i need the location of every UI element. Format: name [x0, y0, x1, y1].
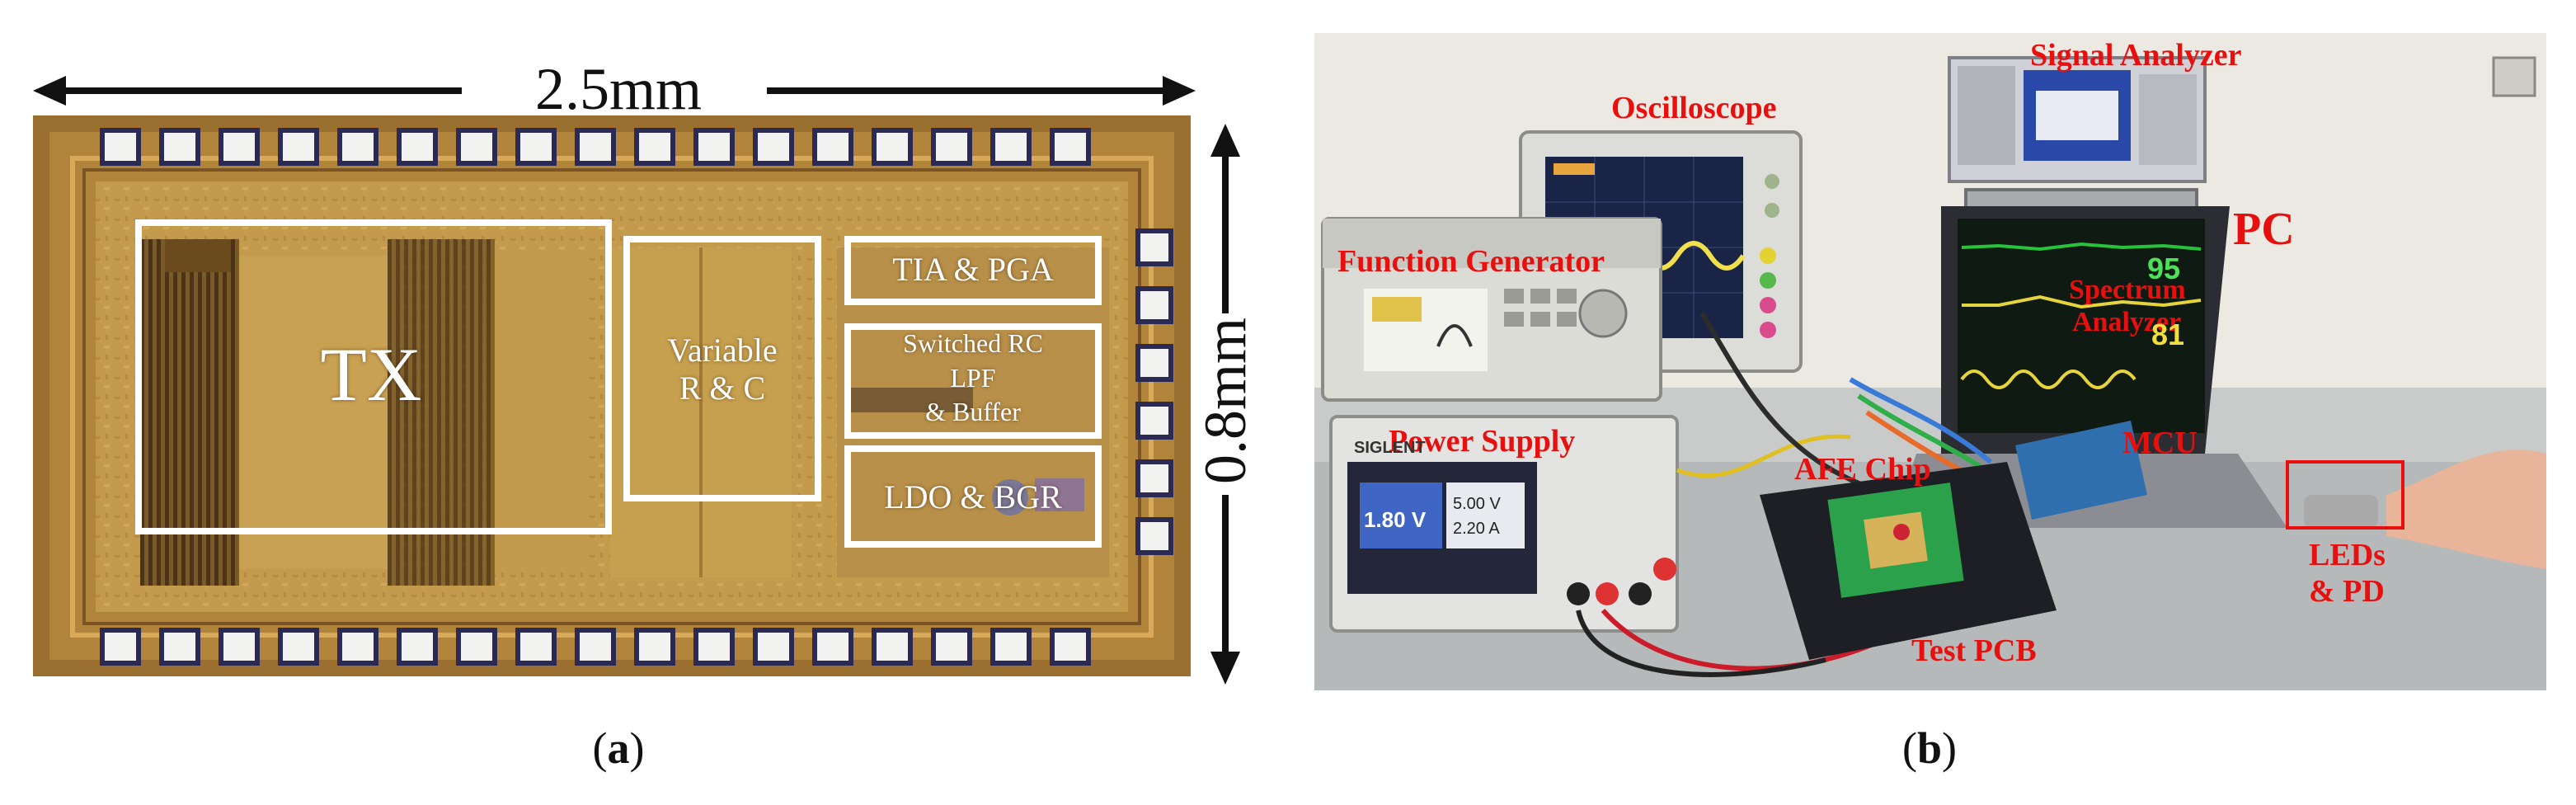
leds-line2: & PD: [2309, 573, 2385, 609]
variable-rc-block: [623, 236, 821, 501]
power-supply-set-voltage: 5.00 V: [1453, 495, 1501, 513]
tia-pga-block: [844, 236, 1102, 305]
height-label: 0.8mm: [1192, 318, 1258, 485]
power-supply-set-current: 2.20 A: [1453, 520, 1500, 538]
switched-rc-label: Switched RC LPF & Buffer: [844, 327, 1102, 430]
pc-label: PC: [2233, 204, 2295, 255]
width-dimension-arrow: [33, 76, 1196, 106]
ldo-bgr-block: [844, 445, 1102, 548]
width-label: 2.5mm: [534, 56, 702, 122]
power-supply-label: Power Supply: [1389, 424, 1576, 459]
test-pcb-label: Test PCB: [1911, 633, 2037, 668]
switched-rc-line1: Switched RC: [903, 328, 1043, 358]
caption-a: (a): [592, 723, 645, 773]
pulse-readout: 81: [2151, 318, 2185, 351]
oscilloscope-label: Oscilloscope: [1611, 91, 1777, 125]
spo2-readout: 95: [2147, 252, 2181, 285]
spectrum-line2: Analyzer: [2072, 307, 2182, 338]
setup-image: [1314, 33, 2546, 690]
caption-b: (b): [1901, 723, 1957, 773]
switched-rc-line2: LPF: [950, 362, 996, 393]
leds-line1: LEDs: [2309, 538, 2386, 572]
tia-pga-label: TIA & PGA: [892, 251, 1054, 288]
signal-analyzer-label: Signal Analyzer: [2030, 38, 2242, 73]
spectrum-analyzer-label: Spectrum Analyzer: [2069, 274, 2186, 338]
spectrum-line1: Spectrum: [2069, 275, 2186, 305]
function-generator-label: Function Generator: [1337, 244, 1605, 279]
mcu-label: MCU: [2122, 426, 2198, 460]
leds-pd-label: LEDs & PD: [2309, 538, 2386, 610]
variable-rc-line2: R & C: [679, 370, 766, 407]
switched-rc-block: [844, 323, 1102, 439]
afe-chip-label: AFE Chip: [1794, 452, 1931, 487]
power-supply-voltage-readout: 1.80 V: [1364, 507, 1427, 532]
chip-micrograph: TX Variable R & C TIA & PGA Switched RC …: [33, 115, 1191, 676]
power-supply-brand: SIGLENT: [1354, 439, 1426, 457]
measurement-setup-photo: Oscilloscope Signal Analyzer Function Ge…: [1314, 33, 2546, 690]
tx-block: [135, 219, 612, 534]
height-dimension-arrow: [1210, 124, 1240, 685]
variable-rc-line1: Variable: [667, 332, 778, 369]
variable-rc-label: Variable R & C: [623, 332, 821, 407]
switched-rc-line3: & Buffer: [925, 397, 1021, 427]
ldo-bgr-label: LDO & BGR: [884, 478, 1062, 515]
tx-label: TX: [320, 332, 422, 417]
